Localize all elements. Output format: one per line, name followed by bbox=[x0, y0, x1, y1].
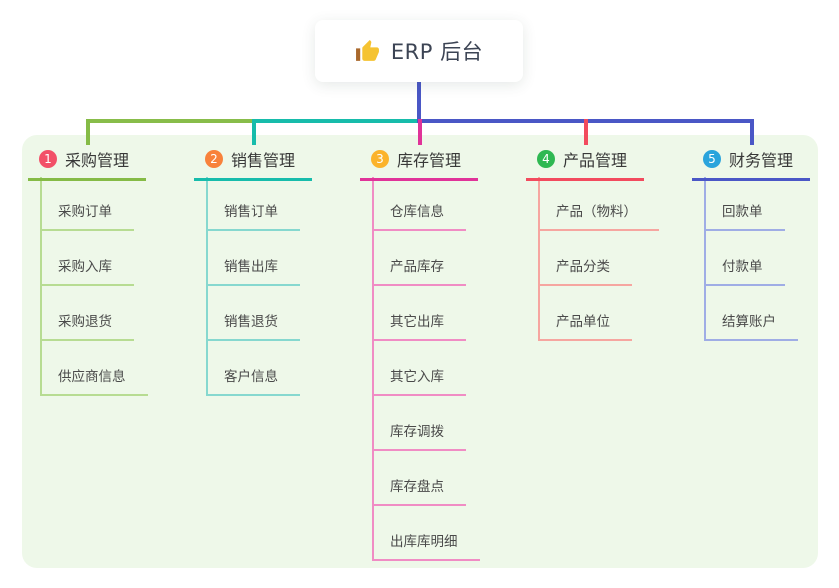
child-node[interactable]: 客户信息 bbox=[206, 367, 300, 396]
branch-spine-line bbox=[538, 177, 540, 339]
branch-drop-connector bbox=[584, 119, 588, 145]
child-node[interactable]: 产品库存 bbox=[372, 257, 466, 286]
branch-drop-connector bbox=[418, 119, 422, 145]
child-node[interactable]: 库存调拨 bbox=[372, 422, 466, 451]
branch-drop-connector bbox=[252, 119, 256, 145]
child-node[interactable]: 采购订单 bbox=[40, 202, 134, 231]
branch-spine-line bbox=[372, 177, 374, 559]
child-node[interactable]: 销售订单 bbox=[206, 202, 300, 231]
root-node[interactable]: ERP 后台 bbox=[315, 20, 523, 82]
branch-number-badge: 5 bbox=[703, 150, 721, 168]
child-node[interactable]: 供应商信息 bbox=[40, 367, 148, 396]
branch-number-badge: 1 bbox=[39, 150, 57, 168]
child-node[interactable]: 销售退货 bbox=[206, 312, 300, 341]
bar-segment-mid bbox=[252, 119, 419, 123]
child-node[interactable]: 其它入库 bbox=[372, 367, 466, 396]
child-node[interactable]: 出库库明细 bbox=[372, 532, 480, 561]
child-node[interactable]: 产品（物料） bbox=[538, 202, 659, 231]
child-node[interactable]: 产品单位 bbox=[538, 312, 632, 341]
branch-title-label: 采购管理 bbox=[65, 151, 130, 170]
child-node[interactable]: 销售出库 bbox=[206, 257, 300, 286]
branch-title-label: 库存管理 bbox=[397, 151, 462, 170]
child-node[interactable]: 其它出库 bbox=[372, 312, 466, 341]
child-node[interactable]: 产品分类 bbox=[538, 257, 632, 286]
child-node[interactable]: 付款单 bbox=[704, 257, 785, 286]
branch-drop-connector bbox=[86, 119, 90, 145]
thumbs-up-icon bbox=[355, 39, 380, 64]
branch-title-node[interactable]: 2 销售管理 bbox=[194, 147, 312, 181]
branch-title-node[interactable]: 3 库存管理 bbox=[360, 147, 478, 181]
child-node[interactable]: 仓库信息 bbox=[372, 202, 466, 231]
branch-spine-line bbox=[704, 177, 706, 339]
branches-panel bbox=[22, 135, 818, 568]
branch-title-label: 销售管理 bbox=[231, 151, 296, 170]
branch-number-badge: 2 bbox=[205, 150, 223, 168]
branch-title-node[interactable]: 4 产品管理 bbox=[526, 147, 644, 181]
bar-segment-left bbox=[86, 119, 252, 123]
branch-title-node[interactable]: 1 采购管理 bbox=[28, 147, 146, 181]
root-label: ERP 后台 bbox=[390, 40, 484, 64]
branch-number-badge: 4 bbox=[537, 150, 555, 168]
branch-title-node[interactable]: 5 财务管理 bbox=[692, 147, 810, 181]
branch-title-label: 财务管理 bbox=[729, 151, 794, 170]
child-node[interactable]: 库存盘点 bbox=[372, 477, 466, 506]
branch-drop-connector bbox=[750, 119, 754, 145]
child-node[interactable]: 回款单 bbox=[704, 202, 785, 231]
branch-title-label: 产品管理 bbox=[563, 151, 628, 170]
trunk-connector bbox=[417, 81, 421, 121]
child-node[interactable]: 采购退货 bbox=[40, 312, 134, 341]
child-node[interactable]: 采购入库 bbox=[40, 257, 134, 286]
branch-number-badge: 3 bbox=[371, 150, 389, 168]
child-node[interactable]: 结算账户 bbox=[704, 312, 798, 341]
